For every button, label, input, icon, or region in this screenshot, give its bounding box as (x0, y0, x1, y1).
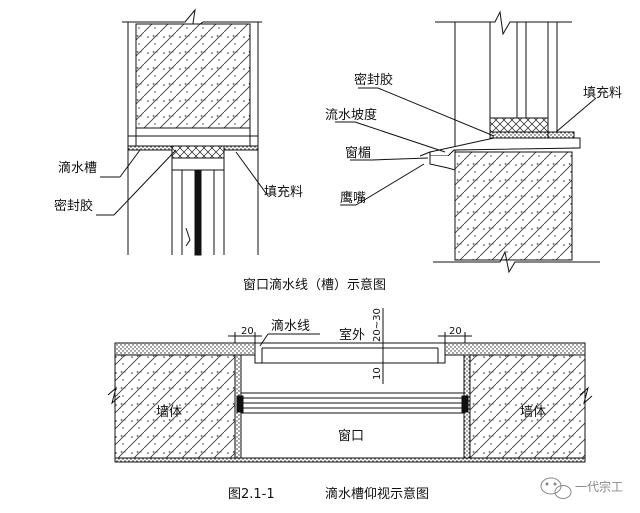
label-window: 窗口 (338, 428, 364, 444)
bottom-plan-view (107, 308, 593, 463)
concrete-lintel (135, 23, 251, 129)
label-wall-right: 墙体 (520, 405, 546, 420)
label-sealant-left: 密封胶 (54, 198, 93, 214)
concrete-sill (454, 151, 573, 261)
window-glass (194, 169, 202, 256)
label-drip-groove: 滴水槽 (58, 160, 97, 176)
label-filler-right: 填充料 (583, 85, 622, 101)
label-eagle-beak: 鹰嘴 (340, 190, 366, 206)
label-wall-left: 墙体 (156, 405, 182, 420)
watermark: 一代宗工 (540, 477, 623, 499)
label-filler-left: 填充料 (264, 184, 303, 200)
dim-vertical: 20~30 (372, 308, 383, 342)
label-sill: 窗楣 (345, 145, 371, 161)
dim-left: 20 (241, 326, 254, 337)
watermark-text: 一代宗工 (575, 479, 623, 494)
label-sealant-right: 密封胶 (354, 72, 393, 88)
top-caption: 窗口滴水线（槽）示意图 (243, 277, 386, 293)
bottom-caption-number: 图2.1-1 (228, 487, 275, 502)
wechat-icon (540, 477, 572, 499)
wall-left (114, 354, 236, 459)
top-right-detail (335, 10, 600, 274)
label-outside: 室外 (339, 327, 365, 343)
filler-block-right (489, 117, 549, 133)
drip-line-groove (254, 342, 446, 364)
bottom-caption-title: 滴水槽仰视示意图 (325, 486, 429, 502)
top-left-detail (96, 8, 269, 256)
label-drip-line: 滴水线 (271, 318, 310, 334)
dim-right: 20 (449, 326, 462, 337)
dim-ten: 10 (372, 367, 383, 380)
label-slope: 流水坡度 (325, 107, 377, 123)
filler-block (171, 145, 225, 159)
